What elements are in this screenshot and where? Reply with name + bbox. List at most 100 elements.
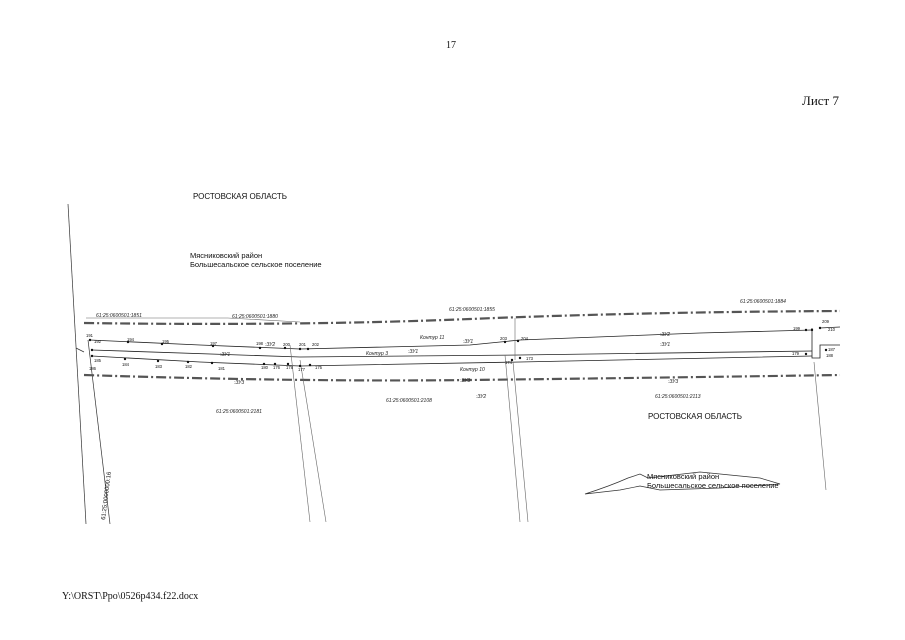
zone-label: :ЗУ1 bbox=[408, 349, 418, 355]
vertex-dot bbox=[298, 347, 302, 351]
corridor-line-lower bbox=[91, 355, 813, 367]
point-label: 185 bbox=[94, 358, 102, 363]
zone-label: :ЗУ3 bbox=[234, 380, 244, 386]
point-label: 176 bbox=[273, 365, 281, 370]
parcel-label-1884: 61:25:0600501:1884 bbox=[740, 299, 786, 305]
vertex-dot bbox=[824, 348, 828, 352]
vertex-dot bbox=[283, 346, 287, 350]
zone-label: :ЗУ2 bbox=[265, 342, 275, 348]
point-label: 192 bbox=[94, 339, 102, 344]
zone-label: :ЗУ1 bbox=[463, 339, 473, 345]
left-road bbox=[67, 203, 111, 525]
point-label: 200 bbox=[283, 342, 291, 347]
point-label: 180 bbox=[261, 365, 269, 370]
parcel-2181-right-edge bbox=[289, 344, 311, 523]
corridor-line-upper bbox=[89, 329, 813, 350]
vertex-dot bbox=[804, 328, 808, 332]
point-label: 194 bbox=[127, 337, 135, 342]
left-road-edge-1 bbox=[67, 203, 87, 525]
parcel-1851-boundary bbox=[86, 317, 301, 323]
point-label: 202 bbox=[312, 342, 320, 347]
vertex-dot bbox=[126, 340, 130, 344]
point-label: 177 bbox=[298, 367, 306, 372]
vertex-dot bbox=[510, 358, 514, 362]
corridor-bottom-dashed bbox=[83, 373, 841, 382]
point-label: 183 bbox=[155, 364, 163, 369]
vertex-dot bbox=[308, 363, 312, 367]
vertex-dot bbox=[306, 347, 310, 351]
point-label: 195 bbox=[162, 339, 170, 344]
district-label-bottom: Мясниковский район bbox=[647, 472, 719, 481]
point-numbers: 191 192 194 195 197 198 200 201 202 203 … bbox=[86, 319, 836, 372]
parcel-2108-left-edge bbox=[299, 359, 327, 523]
vertex-dot bbox=[516, 339, 520, 343]
corridor-line-middle bbox=[91, 349, 813, 358]
corridor-right-bracket bbox=[811, 328, 840, 359]
vertex-dot bbox=[90, 354, 94, 358]
corridor-boundaries bbox=[83, 309, 841, 382]
road-cadastral-label: 61:25:0000000:16 bbox=[101, 471, 113, 520]
point-label: 198 bbox=[256, 341, 264, 346]
vertex-dot bbox=[88, 338, 92, 342]
parcel-2113-left-edge bbox=[512, 361, 529, 523]
vertex-dot bbox=[286, 362, 290, 366]
contour-label-10: Контур 10 bbox=[460, 367, 485, 373]
zone-label: :ЗУ1 bbox=[660, 342, 670, 348]
vertex-dot bbox=[186, 360, 190, 364]
corridor-lines bbox=[89, 326, 841, 367]
parcel-label-1855: 61:25:0600501:1855 bbox=[449, 307, 495, 313]
point-label: 191 bbox=[86, 333, 94, 338]
vertex-dot bbox=[210, 361, 214, 365]
zone-label: :ЗУ1 bbox=[220, 352, 230, 358]
vertex-dot bbox=[298, 364, 302, 368]
vertex-dot bbox=[211, 344, 215, 348]
zone-label: :ЗУ3 bbox=[668, 379, 678, 385]
point-label: 203 bbox=[500, 336, 508, 341]
vertex-dot bbox=[90, 348, 94, 352]
region-label-top: РОСТОВСКАЯ ОБЛАСТЬ bbox=[193, 192, 287, 201]
vertex-dot bbox=[262, 362, 266, 366]
point-label: 173 bbox=[526, 356, 534, 361]
settlement-label-top: Большесальское сельское поселение bbox=[190, 260, 322, 269]
point-label: 187 bbox=[828, 347, 836, 352]
parcel-label-2113: 61:25:0600501:2113 bbox=[655, 394, 701, 400]
corridor-right-top bbox=[819, 326, 841, 329]
point-label: 210 bbox=[828, 327, 836, 332]
vertex-dot bbox=[273, 362, 277, 366]
sheet-label: Лист 7 bbox=[802, 93, 839, 108]
zone-label: :ЗУ2 bbox=[476, 394, 486, 400]
parcel-label-2181: 61:25:0600501:2181 bbox=[216, 409, 262, 415]
settlement-label-bottom: Большесальское сельское поселение bbox=[647, 481, 779, 490]
corridor-top-dashed bbox=[83, 309, 841, 325]
vertex-dot bbox=[804, 352, 808, 356]
point-label: 209 bbox=[822, 319, 830, 324]
parcel-boundaries bbox=[86, 317, 827, 523]
zone-label: :ЗУ2 bbox=[660, 332, 670, 338]
bottom-settlement-shape bbox=[584, 471, 781, 495]
vertex-dot bbox=[123, 357, 127, 361]
parcel-2113-right-edge bbox=[813, 361, 827, 491]
parcel-label-1880: 61:25:0600501:1880 bbox=[232, 314, 278, 320]
zone-label: :ЗУ3 bbox=[460, 378, 470, 384]
page-number: 17 bbox=[446, 40, 456, 51]
district-label-top: Мясниковский район bbox=[190, 251, 262, 260]
parcel-label-2108: 61:25:0600501:2108 bbox=[386, 398, 432, 404]
left-road-notch bbox=[75, 347, 85, 353]
point-label: 204 bbox=[521, 336, 529, 341]
point-label: 179 bbox=[792, 351, 800, 356]
point-label: 184 bbox=[122, 362, 130, 367]
contour-label-11: Контур 11 bbox=[420, 335, 445, 341]
point-label: 188 bbox=[826, 353, 834, 358]
parcel-label-1851: 61:25:0600501:1851 bbox=[96, 313, 142, 319]
point-label: 178 bbox=[286, 365, 294, 370]
vertex-dot bbox=[818, 326, 822, 330]
point-label: 174 bbox=[505, 360, 513, 365]
point-label: 181 bbox=[218, 366, 226, 371]
vertex-dot bbox=[160, 342, 164, 346]
region-label-right: РОСТОВСКАЯ ОБЛАСТЬ bbox=[648, 412, 742, 421]
point-label: 201 bbox=[299, 342, 307, 347]
contour-label-3: Контур 3 bbox=[366, 351, 388, 357]
point-label: 199 bbox=[793, 326, 801, 331]
vertex-dot bbox=[518, 356, 522, 360]
